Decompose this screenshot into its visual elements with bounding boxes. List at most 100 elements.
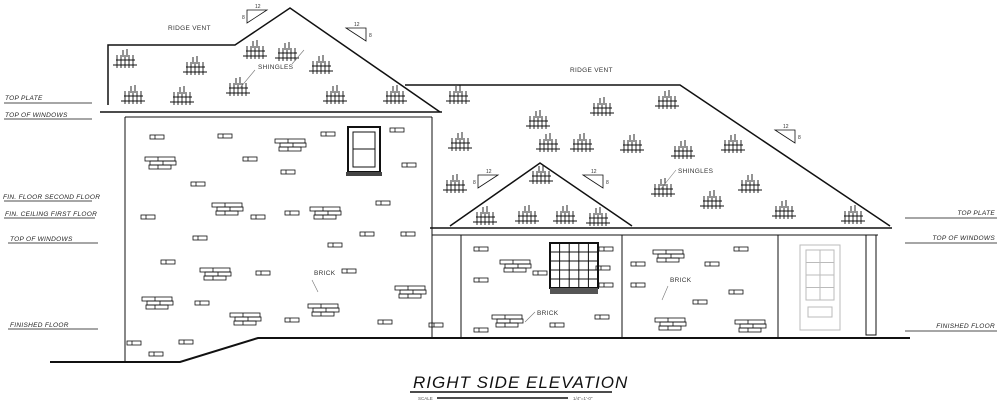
level-label: TOP OF WINDOWS	[932, 235, 995, 242]
pitch-run-label: 12	[255, 4, 261, 10]
brick-symbol	[217, 133, 233, 139]
shingle-symbol	[671, 140, 695, 159]
shingle-symbol	[655, 90, 679, 109]
shingle-symbol	[473, 206, 497, 225]
pitch-run-label: 12	[354, 22, 360, 28]
roof-pitch-icon: 128	[773, 124, 801, 144]
shingle-symbol	[243, 40, 267, 59]
brick-symbol	[327, 242, 343, 248]
shingle-symbol	[383, 85, 407, 104]
brick-symbol	[149, 134, 165, 140]
brick-symbol	[359, 231, 375, 237]
shingle-symbol	[586, 207, 610, 226]
brick-symbol	[394, 285, 427, 299]
level-label: FIN. FLOOR SECOND FLOOR	[3, 194, 100, 201]
right-roof-outline	[405, 84, 891, 227]
pitch-rise-label: 8	[369, 33, 372, 39]
scale-value: 1/4"=1'-0"	[573, 396, 593, 401]
brick-symbol	[692, 299, 708, 305]
brick-symbol	[532, 270, 548, 276]
brick-note: BRICK	[537, 310, 559, 317]
roof-pitch-icon: 12 8	[473, 169, 500, 189]
brick-symbol	[229, 312, 262, 326]
shingle-symbol	[553, 205, 577, 224]
brick-symbol	[274, 138, 307, 152]
brick-symbol	[428, 322, 444, 328]
level-label: TOP OF WINDOWS	[5, 112, 68, 119]
brick-symbol	[377, 319, 393, 325]
brick-symbol	[192, 235, 208, 241]
shingle-symbol	[515, 205, 539, 224]
brick-symbol	[141, 296, 174, 310]
brick-symbol	[255, 270, 271, 276]
brick-symbol	[307, 303, 340, 317]
brick-symbol	[598, 246, 614, 252]
leader-lines	[239, 49, 677, 323]
brick-symbol	[594, 314, 610, 320]
shingle-symbol	[526, 110, 550, 129]
brick-symbol	[126, 340, 142, 346]
shingle-symbol	[570, 133, 594, 152]
brick-symbol	[473, 277, 489, 283]
brick-symbol	[341, 268, 357, 274]
left-level-lines	[4, 102, 98, 330]
drawing-title: RIGHT SIDE ELEVATION	[413, 373, 628, 392]
brick-symbol	[652, 249, 685, 263]
entry-door	[799, 244, 841, 331]
brick-symbol	[194, 300, 210, 306]
brick-symbol	[401, 162, 417, 168]
ridge-vent-note: RIDGE VENT	[570, 67, 613, 74]
shingles-note: SHINGLES	[678, 168, 714, 175]
shingle-symbol	[446, 85, 470, 104]
left-roof-outline	[107, 7, 441, 113]
shingle-symbol	[738, 174, 762, 193]
brick-symbol	[389, 127, 405, 133]
shingle-symbol	[113, 49, 137, 68]
brick-symbol	[400, 231, 416, 237]
brick-symbol	[598, 282, 614, 288]
brick-symbol	[375, 200, 391, 206]
brick-symbol	[160, 259, 176, 265]
shingle-symbol	[183, 56, 207, 75]
level-label: FINISHED FLOOR	[10, 322, 69, 329]
shingle-symbol	[226, 77, 250, 96]
level-label: FIN. CEILING FIRST FLOOR	[5, 211, 97, 218]
shingle-symbol	[121, 85, 145, 104]
brick-symbol	[549, 322, 565, 328]
gable	[449, 162, 633, 227]
level-label: TOP OF WINDOWS	[10, 236, 73, 243]
shingle-symbol	[443, 174, 467, 193]
brick-symbol	[140, 214, 156, 220]
brick-symbol	[190, 181, 206, 187]
grade-line	[50, 337, 910, 363]
building-outline	[50, 7, 910, 363]
level-label: FINISHED FLOOR	[936, 323, 995, 330]
brick-symbol	[473, 327, 489, 333]
brick-hatch	[126, 127, 767, 357]
shingle-symbol	[323, 85, 347, 104]
pitch-rise-label: 8	[473, 180, 476, 186]
brick-symbol	[178, 339, 194, 345]
shingles-note: SHINGLES	[258, 64, 294, 71]
brick-symbol	[595, 265, 611, 271]
pitch-run-label: 12	[486, 169, 492, 175]
shingle-symbol	[700, 190, 724, 209]
brick-symbol	[309, 206, 342, 220]
shingle-symbol	[275, 42, 299, 61]
shingle-symbol	[772, 200, 796, 219]
lower-window	[549, 242, 599, 294]
brick-symbol	[630, 282, 646, 288]
roof-pitch-icon: 128	[581, 169, 609, 189]
shingle-symbol	[536, 133, 560, 152]
brick-symbol	[144, 156, 177, 170]
shingle-symbol	[721, 134, 745, 153]
brick-symbol	[284, 317, 300, 323]
shingle-symbol	[590, 97, 614, 116]
shingle-symbol	[841, 205, 865, 224]
right-level-lines	[905, 217, 997, 332]
brick-symbol	[491, 314, 524, 328]
level-label: TOP PLATE	[5, 95, 43, 102]
roof-pitch-icon: 128	[242, 4, 269, 24]
